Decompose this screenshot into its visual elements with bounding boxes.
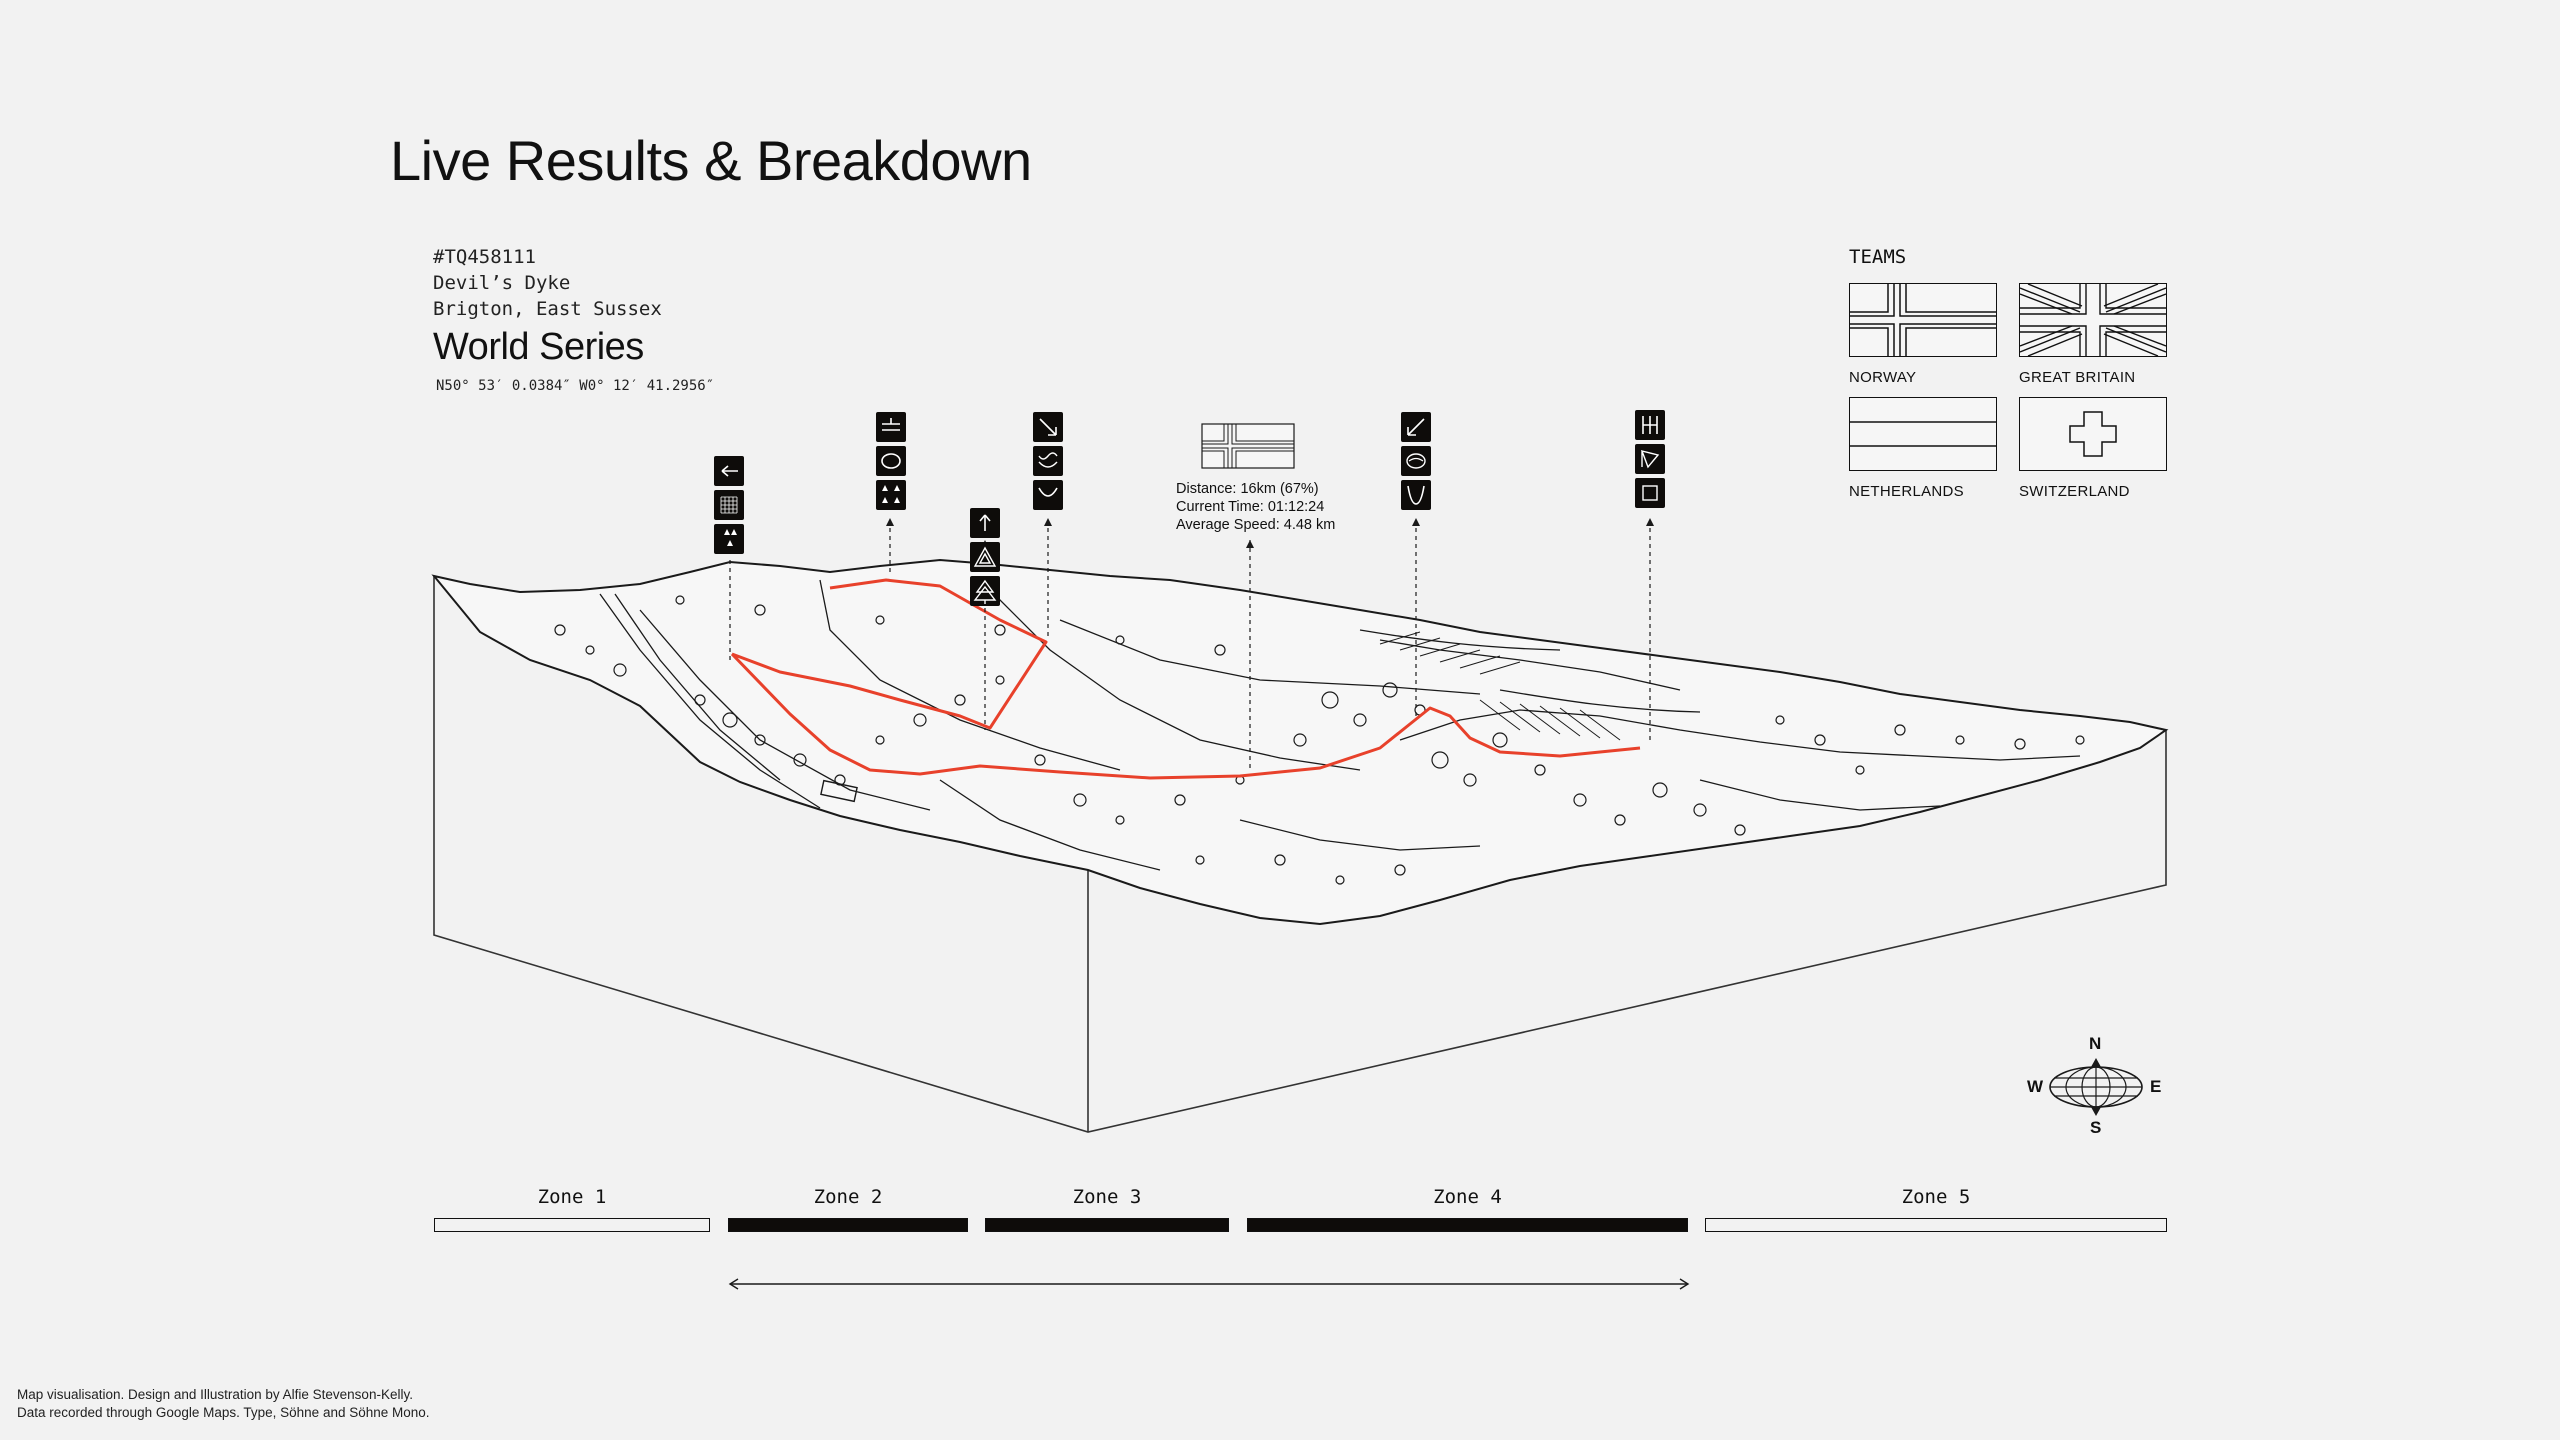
range-arrow — [728, 1278, 1690, 1290]
footer-credits: Map visualisation. Design and Illustrati… — [17, 1386, 430, 1422]
teams-title: TEAMS — [1849, 246, 1907, 268]
vegetation — [554, 595, 2085, 885]
netherlands-flag-icon — [1849, 397, 1997, 471]
square-icon — [1642, 485, 1658, 501]
team-netherlands[interactable]: NETHERLANDS — [1849, 397, 1997, 500]
compass-north: N — [2089, 1034, 2102, 1053]
arrow-left-icon — [721, 465, 738, 477]
team-name: SWITZERLAND — [2019, 483, 2130, 500]
equals-icon — [882, 418, 900, 431]
grid-reference: #TQ458111 — [433, 246, 536, 268]
team-switzerland[interactable]: SWITZERLAND — [2019, 397, 2167, 500]
zone-5-label: Zone 5 — [1901, 1186, 1971, 1208]
icon-column-5 — [1401, 412, 1431, 510]
terrain-block — [433, 576, 2167, 1133]
flag-triangle-icon — [1640, 449, 1660, 469]
great-britain-flag-icon — [2019, 283, 2167, 357]
icon-column-4 — [1033, 412, 1063, 510]
live-stats: Distance: 16km (67%) Current Time: 01:12… — [1176, 480, 1335, 534]
tree-icon — [973, 579, 997, 604]
page-title: Live Results & Breakdown — [390, 129, 1032, 192]
zone-3-label: Zone 3 — [1072, 1186, 1142, 1208]
place-name: Devil’s Dyke — [433, 272, 571, 294]
speed-stat: Average Speed: 4.48 km — [1176, 517, 1336, 533]
narrow-valley-icon — [1407, 485, 1425, 505]
zone-1-label: Zone 1 — [537, 1186, 607, 1208]
cluster-icon — [882, 485, 900, 503]
compass-south: S — [2090, 1118, 2102, 1137]
compass-east: E — [2150, 1077, 2162, 1096]
time-stat: Current Time: 01:12:24 — [1176, 499, 1325, 515]
leader-flag-icon — [1201, 423, 1295, 469]
compass-icon — [2049, 1058, 2143, 1116]
team-name: NORWAY — [1849, 369, 1917, 386]
icon-column-6 — [1635, 410, 1665, 508]
team-great-britain[interactable]: GREAT BRITAIN — [2019, 283, 2167, 386]
wave-icon — [1038, 452, 1058, 468]
zone-4-label: Zone 4 — [1433, 1186, 1502, 1208]
terrain-surface — [431, 558, 2169, 926]
location-meta: #TQ458111 Devil’s Dyke Brigton, East Sus… — [433, 244, 662, 322]
zone-2-bar[interactable] — [728, 1218, 968, 1232]
triangle-icon — [973, 546, 997, 567]
norway-flag-icon — [1849, 283, 1997, 357]
zone-2-label: Zone 2 — [813, 1186, 883, 1208]
footer-line-1: Map visualisation. Design and Illustrati… — [17, 1387, 413, 1402]
leader-lines — [729, 520, 1651, 770]
icon-column-3 — [970, 508, 1000, 606]
bars-icon — [1642, 416, 1658, 434]
event-name: World Series — [433, 326, 644, 368]
team-norway[interactable]: NORWAY — [1849, 283, 1997, 386]
coordinates: N50° 53′ 0.0384″ W0° 12′ 41.2956″ — [436, 378, 715, 394]
footer-line-2: Data recorded through Google Maps. Type,… — [17, 1405, 430, 1420]
race-route — [730, 578, 1641, 780]
distance-stat: Distance: 16km (67%) — [1176, 481, 1319, 497]
arrow-down-right-icon — [1039, 418, 1057, 436]
switzerland-flag-icon — [2019, 397, 2167, 471]
zone-5-bar[interactable] — [1705, 1218, 2167, 1232]
ring-icon — [1406, 453, 1426, 469]
zone-3-bar[interactable] — [985, 1218, 1229, 1232]
icon-column-2 — [876, 412, 906, 510]
hatched-field — [1379, 631, 1621, 741]
arrow-up-icon — [979, 514, 991, 531]
compass-west: W — [2027, 1077, 2044, 1096]
arrow-down-left-icon — [1407, 418, 1425, 436]
building-icon — [820, 779, 858, 803]
team-name: NETHERLANDS — [1849, 483, 1964, 500]
icon-column-1 — [714, 456, 744, 554]
cluster-icon — [724, 529, 737, 546]
team-name: GREAT BRITAIN — [2019, 369, 2136, 386]
oval-icon — [881, 453, 901, 469]
terrain-contours — [599, 579, 2081, 871]
zone-4-bar[interactable] — [1247, 1218, 1688, 1232]
region-name: Brigton, East Sussex — [433, 298, 662, 320]
grid-icon — [720, 496, 738, 514]
valley-icon — [1038, 487, 1058, 497]
zone-1-bar[interactable] — [434, 1218, 710, 1232]
